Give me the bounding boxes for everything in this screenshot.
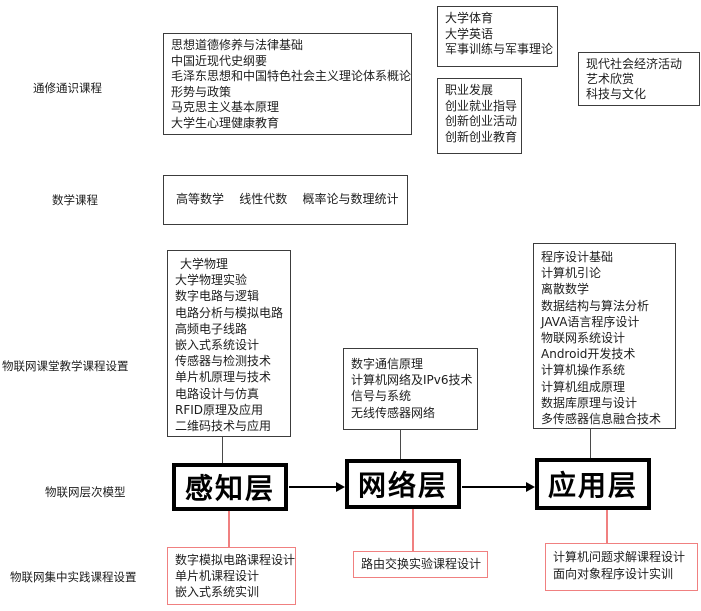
course-item: 大学体育 [445,11,494,25]
row-label-general-education: 通修通识课程 [33,81,102,95]
connector-practice-network-redline [412,509,414,552]
row-label-practice-courses: 物联网集中实践课程设置 [10,570,137,584]
course-item: 数字通信原理 [351,357,424,371]
course-item: 现代社会经济活动 [586,57,683,71]
course-item: 大学物理实验 [175,273,248,288]
layer-box-network: 网络层 [345,459,461,509]
course-item: RFID原理及应用 [175,402,264,417]
practice-item: 数字模拟电路课程设计 [175,553,296,567]
layer-label: 应用层 [547,469,638,502]
course-item: 职业发展 [445,83,494,97]
course-item: 传感器与检测技术 [175,354,272,369]
connector-network-vline [400,430,401,459]
course-item: 数据结构与算法分析 [541,298,650,313]
course-item: 高频电子线路 [175,321,248,336]
practice-box-perception: 数字模拟电路课程设计 单片机课程设计 嵌入式系统实训 [167,547,296,605]
course-item: 大学生心理健康教育 [171,115,280,130]
career-innovation-box: 职业发展 创业就业指导 创新创业活动 创新创业教育 [437,78,522,154]
course-item: 科技与文化 [586,86,647,101]
practice-item: 面向对象程序设计实训 [553,567,674,581]
layer-box-perception: 感知层 [172,463,288,511]
course-item: 电路设计与仿真 [175,386,260,401]
application-courses-box: 程序设计基础 计算机引论 离散数学 数据结构与算法分析 JAVA语言程序设计 物… [533,243,676,429]
connector-practice-application-redline [606,510,608,543]
network-courses-box: 数字通信原理 计算机网络及IPv6技术 信号与系统 无线传感器网络 [343,348,478,430]
course-item: 计算机引论 [541,266,602,281]
arrow-perception-to-network-line [289,486,337,488]
course-item: 思想道德修养与法律基础 [171,38,304,52]
math-courses-box: 高等数学 线性代数 概率论与数理统计 [163,175,408,225]
course-item: 物联网系统设计 [541,331,626,346]
course-item: 离散数学 [541,282,590,297]
course-item: 大学物理 [180,257,229,271]
course-item: 嵌入式系统设计 [175,338,260,353]
course-item: 军事训练与军事理论 [445,42,554,57]
course-item: 电路分析与模拟电路 [175,305,284,320]
course-item: 计算机网络及IPv6技术 [351,373,473,388]
perception-courses-box: 大学物理 大学物理实验 数字电路与逻辑 电路分析与模拟电路 高频电子线路 嵌入式… [167,250,291,437]
connector-application-vline [590,428,591,458]
layer-box-application: 应用层 [535,458,651,510]
society-art-culture-box: 现代社会经济活动 艺术欣赏 科技与文化 [578,52,700,106]
row-label-classroom-courses: 物联网课堂教学课程设置 [2,359,129,373]
course-item: 创新创业教育 [445,129,518,144]
pe-english-military-box: 大学体育 大学英语 军事训练与军事理论 [437,6,558,67]
ideology-courses-box: 思想道德修养与法律基础 中国近现代史纲要 毛泽东思想和中国特色社会主义理论体系概… [163,33,412,135]
practice-item: 路由交换实验课程设计 [361,557,482,571]
practice-box-application: 计算机问题求解课程设计 面向对象程序设计实训 [545,543,698,591]
layer-label: 网络层 [357,469,448,502]
arrow-right-icon [526,482,535,492]
course-item: 二维码技术与应用 [175,419,272,434]
practice-item: 计算机问题求解课程设计 [553,550,686,564]
course-item: JAVA语言程序设计 [541,314,640,329]
course-item: 创业就业指导 [445,98,518,113]
course-item: 程序设计基础 [541,250,614,264]
practice-item: 嵌入式系统实训 [175,585,260,600]
row-label-layer-model: 物联网层次模型 [45,485,126,499]
course-item: 高等数学 线性代数 概率论与数理统计 [176,192,399,207]
row-label-math-courses: 数学课程 [52,193,98,207]
course-item: 单片机原理与技术 [175,370,272,385]
connector-practice-perception-redline [228,511,230,547]
course-item: 数据库原理与设计 [541,395,638,410]
connector-perception-vline [222,437,223,463]
arrow-network-to-application-line [462,486,527,488]
course-item: 数字电路与逻辑 [175,289,260,304]
course-item: 毛泽东思想和中国特色社会主义理论体系概论 [171,69,412,84]
course-item: 艺术欣赏 [586,71,635,86]
course-item: 计算机操作系统 [541,363,626,378]
course-item: 大学英语 [445,26,494,41]
course-item: 中国近现代史纲要 [171,53,268,68]
arrow-right-icon [336,482,345,492]
course-item: 信号与系统 [351,389,412,404]
course-item: 马克思主义基本原理 [171,100,280,115]
course-item: 创新创业活动 [445,114,518,129]
practice-box-network: 路由交换实验课程设计 [353,551,488,578]
course-item: 多传感器信息融合技术 [541,412,662,427]
practice-item: 单片机课程设计 [175,569,260,584]
course-item: 形势与政策 [171,84,232,99]
course-item: 无线传感器网络 [351,405,436,420]
course-item: 计算机组成原理 [541,379,626,394]
course-item: Android开发技术 [541,347,636,362]
layer-label: 感知层 [184,472,275,505]
